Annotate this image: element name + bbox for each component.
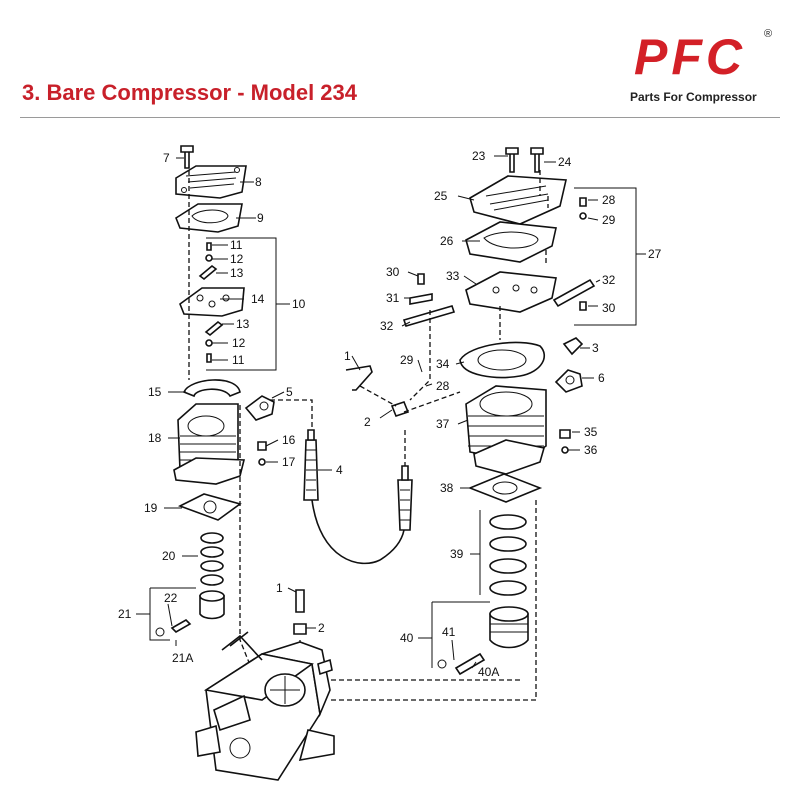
callout-39: 39 — [450, 547, 464, 561]
callout-17: 17 — [282, 455, 296, 469]
right-head-assembly — [330, 147, 637, 701]
callout-34: 34 — [436, 357, 450, 371]
callout-4: 4 — [336, 463, 343, 477]
callout-21a: 21A — [172, 651, 193, 665]
callout-9: 9 — [257, 211, 264, 225]
callout-11b: 11 — [232, 353, 245, 367]
callout-12b: 12 — [232, 336, 246, 350]
callout-2-upper: 2 — [364, 415, 371, 429]
callout-labels: 7 8 9 11 12 13 14 10 13 12 11 15 5 18 16… — [118, 149, 662, 679]
callout-14: 14 — [251, 292, 265, 306]
callout-1-lower: 1 — [276, 581, 283, 595]
callout-30b: 30 — [602, 301, 616, 315]
callout-31: 31 — [386, 291, 400, 305]
callout-12: 12 — [230, 252, 244, 266]
leader-lines — [136, 155, 646, 669]
callout-32b: 32 — [602, 273, 616, 287]
registered-mark: ® — [764, 28, 773, 40]
callout-28b: 28 — [436, 379, 450, 393]
callout-26: 26 — [440, 234, 454, 248]
callout-11: 11 — [230, 238, 243, 252]
left-head-assembly — [149, 145, 313, 666]
callout-29: 29 — [602, 213, 616, 227]
callout-33: 33 — [446, 269, 460, 283]
callout-37: 37 — [436, 417, 450, 431]
pfc-logo: PFC ® Parts For Compressor — [628, 28, 778, 108]
callout-41: 41 — [442, 625, 456, 639]
title-divider — [20, 117, 780, 118]
callout-25: 25 — [434, 189, 448, 203]
callout-15: 15 — [148, 385, 162, 399]
callout-8: 8 — [255, 175, 262, 189]
callout-30: 30 — [386, 265, 400, 279]
callout-22: 22 — [164, 591, 178, 605]
callout-6: 6 — [598, 371, 605, 385]
callout-18: 18 — [148, 431, 162, 445]
callout-2-lower: 2 — [318, 621, 325, 635]
callout-35: 35 — [584, 425, 598, 439]
callout-23: 23 — [472, 149, 486, 163]
callout-7: 7 — [163, 151, 170, 165]
callout-32: 32 — [380, 319, 394, 333]
callout-21: 21 — [118, 607, 132, 621]
callout-1-upper: 1 — [344, 349, 351, 363]
callout-40a: 40A — [478, 665, 499, 679]
callout-19: 19 — [144, 501, 158, 515]
callout-20: 20 — [162, 549, 176, 563]
callout-36: 36 — [584, 443, 598, 457]
page-title: 3. Bare Compressor - Model 234 — [22, 80, 358, 105]
callout-3: 3 — [592, 341, 599, 355]
logo-wordmark: PFC — [634, 29, 746, 85]
callout-13: 13 — [230, 266, 244, 280]
callout-24: 24 — [558, 155, 572, 169]
callout-27: 27 — [648, 247, 662, 261]
crankcase — [195, 631, 335, 781]
callout-29b: 29 — [400, 353, 414, 367]
callout-5: 5 — [286, 385, 293, 399]
connecting-hose — [303, 429, 413, 565]
logo-tagline: Parts For Compressor — [630, 90, 757, 104]
callout-16: 16 — [282, 433, 296, 447]
callout-10: 10 — [292, 297, 306, 311]
delivery-tube — [293, 365, 461, 660]
callout-13b: 13 — [236, 317, 250, 331]
callout-38: 38 — [440, 481, 454, 495]
callout-40: 40 — [400, 631, 414, 645]
callout-28: 28 — [602, 193, 616, 207]
